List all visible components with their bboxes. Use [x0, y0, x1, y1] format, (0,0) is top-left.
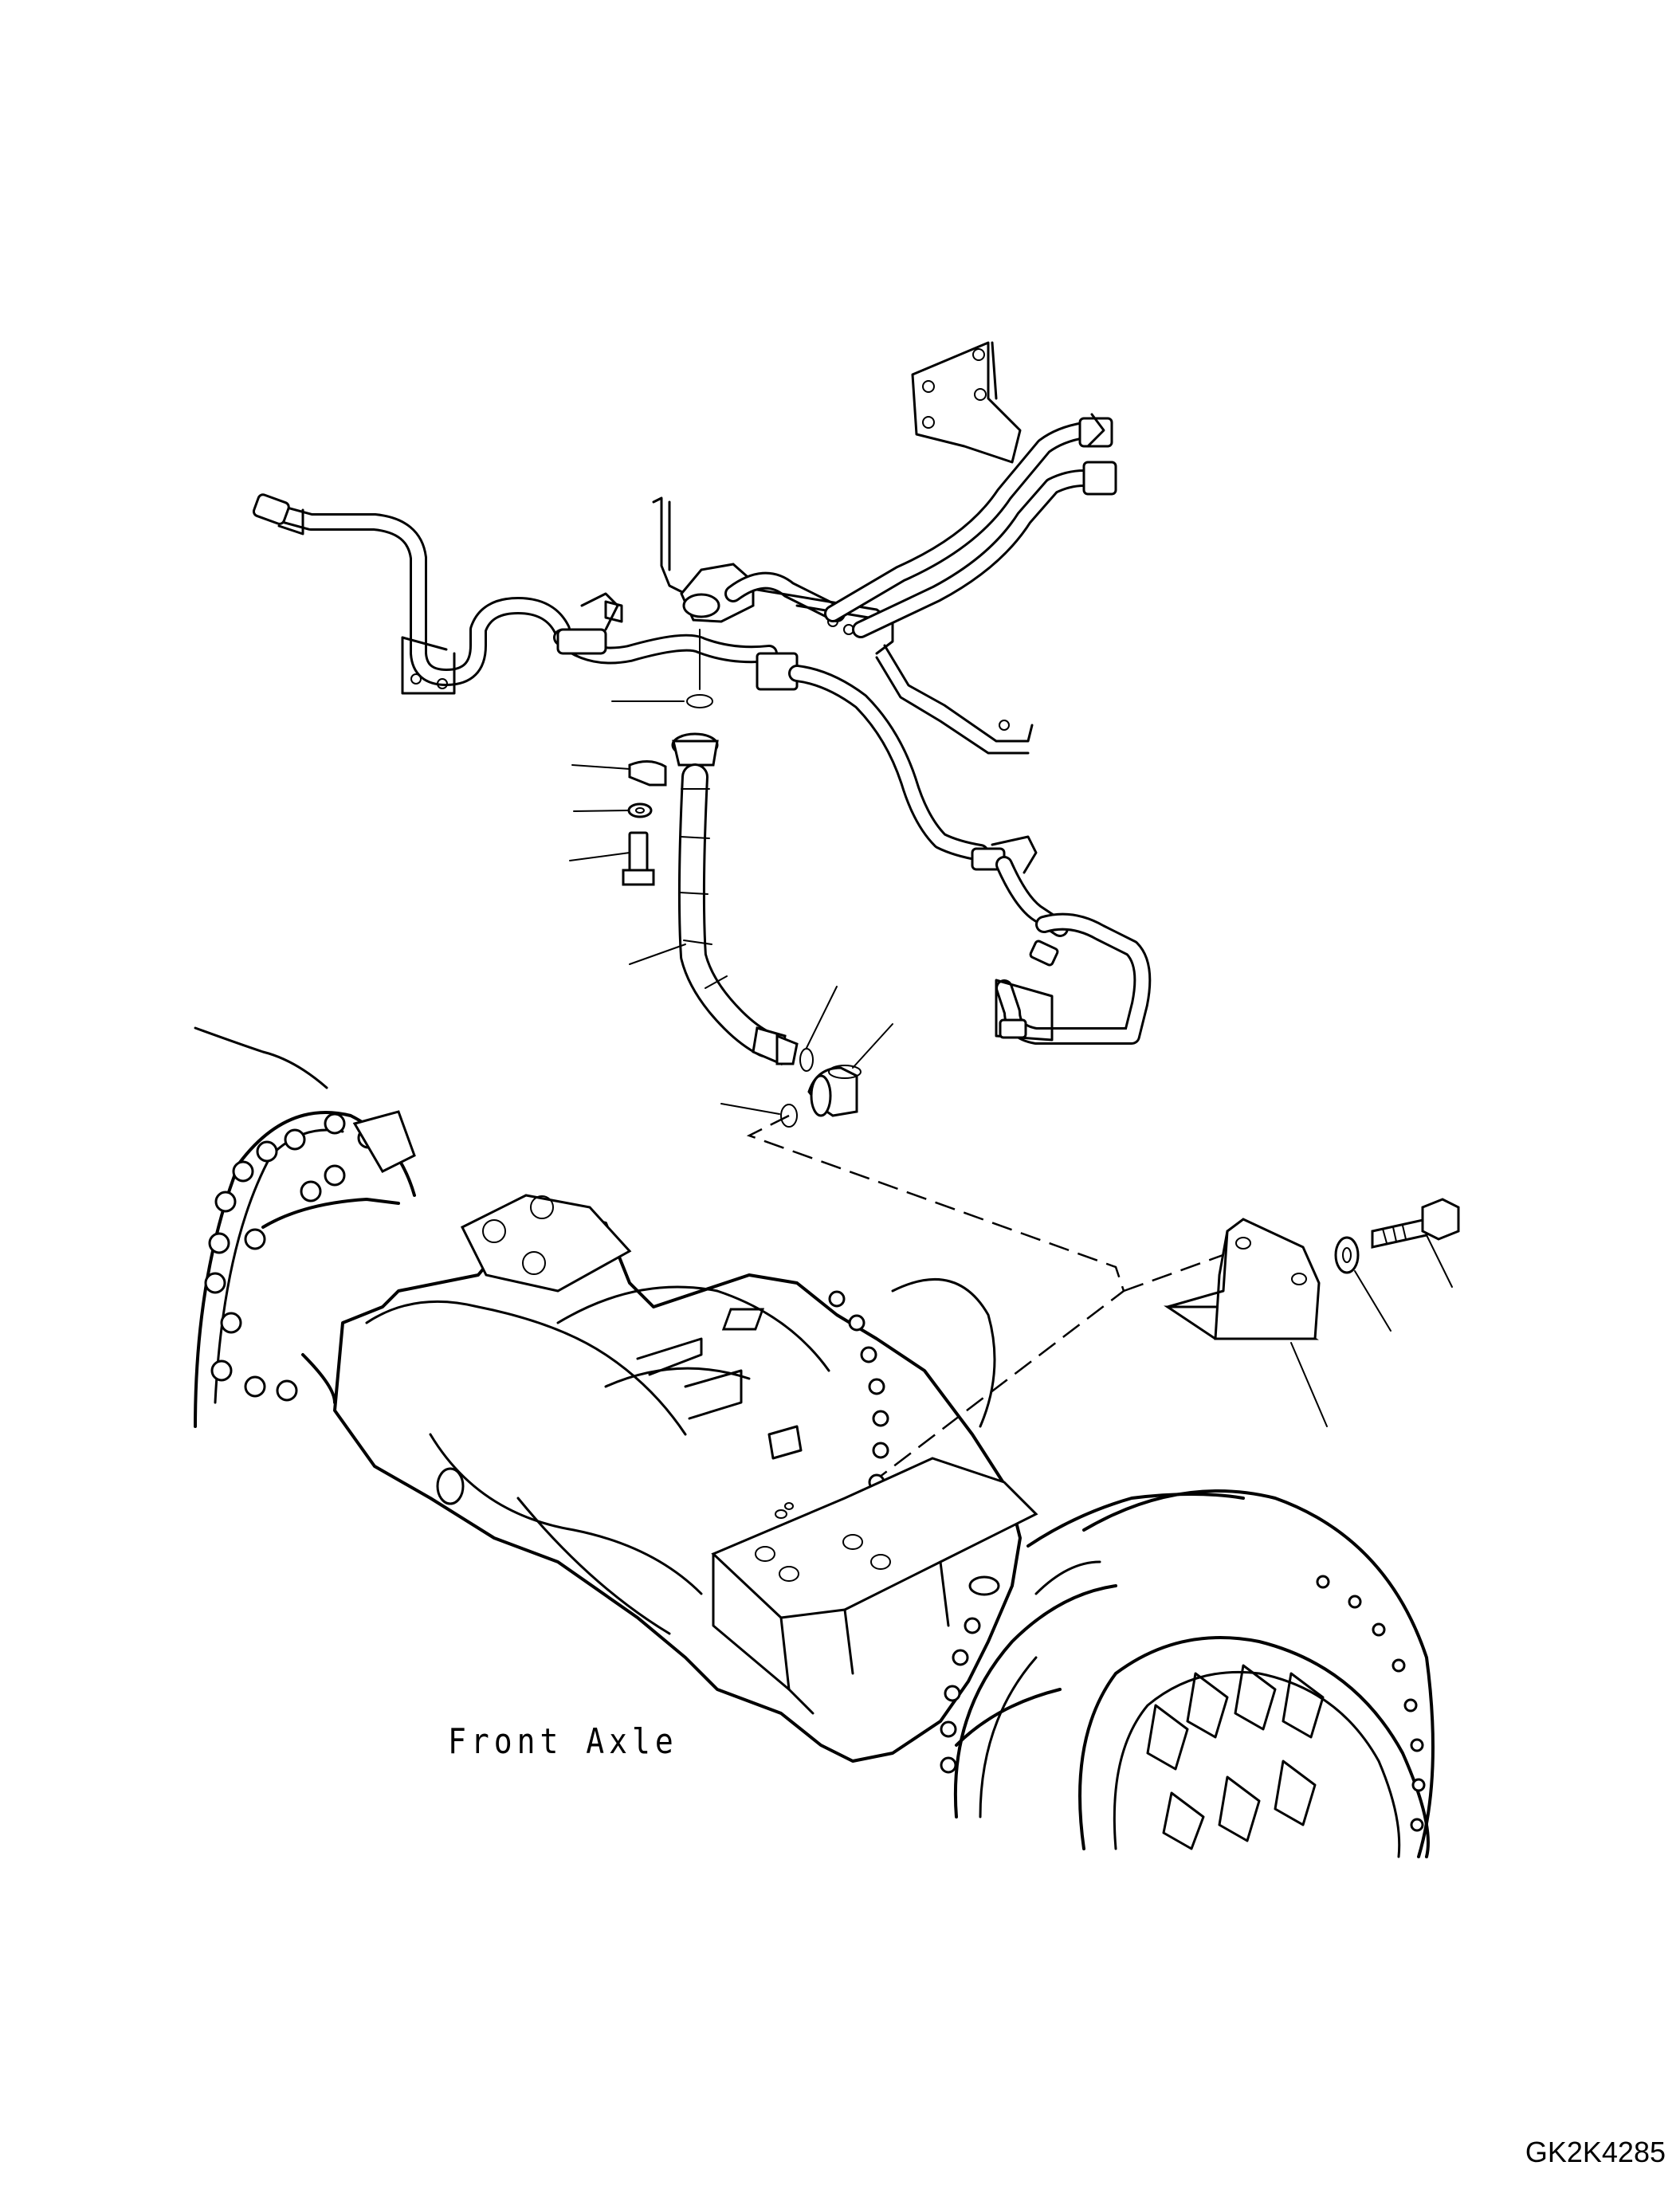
front-axle-housing: [194, 1026, 1435, 1858]
alignment-dashed-line: [746, 1114, 1268, 1547]
elbow-and-o-rings: [720, 986, 893, 1128]
left-hub-bolts: [204, 1112, 379, 1402]
piping-harness: [252, 341, 1152, 1045]
right-hub-bolts: [940, 1575, 1426, 1832]
axle-caption: Front Axle: [448, 1720, 678, 1762]
right-hub-ribs: [1146, 1664, 1325, 1850]
differential-bolts: [828, 1290, 889, 1491]
drawing-code: GK2K4285: [1525, 2136, 1666, 2168]
o-ring-top: [611, 629, 713, 708]
mounting-bracket-group: [721, 1198, 1460, 1427]
hose-assembly: [629, 732, 799, 1066]
clamp-washer-bolt-group: [569, 760, 667, 886]
